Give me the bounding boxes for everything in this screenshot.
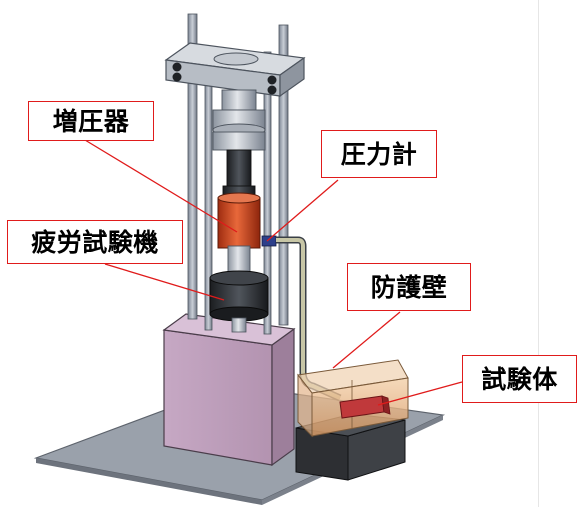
specimen-bar bbox=[339, 395, 391, 419]
leader-lines bbox=[84, 139, 463, 406]
load-column bbox=[212, 89, 266, 201]
support-block bbox=[162, 313, 296, 467]
label-pressure-gauge: 圧力計 bbox=[321, 130, 437, 178]
intensifier-cylinder bbox=[217, 192, 261, 273]
label-intensifier: 増圧器 bbox=[28, 101, 154, 141]
crosshead bbox=[164, 42, 306, 98]
page-edge-rule bbox=[538, 0, 539, 507]
fatigue-machine-actuator bbox=[209, 270, 269, 333]
leader-specimen bbox=[377, 381, 463, 406]
leader-pressure-gauge bbox=[266, 179, 339, 242]
label-protective-wall: 防護壁 bbox=[347, 263, 471, 311]
label-fatigue-machine: 疲労試験機 bbox=[7, 220, 183, 264]
leader-intensifier bbox=[84, 139, 238, 233]
protective-wall-assembly bbox=[295, 359, 409, 481]
label-specimen: 試験体 bbox=[462, 355, 577, 403]
leader-fatigue-machine bbox=[104, 263, 225, 301]
leader-protective-wall bbox=[332, 311, 401, 369]
tie-rods bbox=[187, 13, 289, 335]
